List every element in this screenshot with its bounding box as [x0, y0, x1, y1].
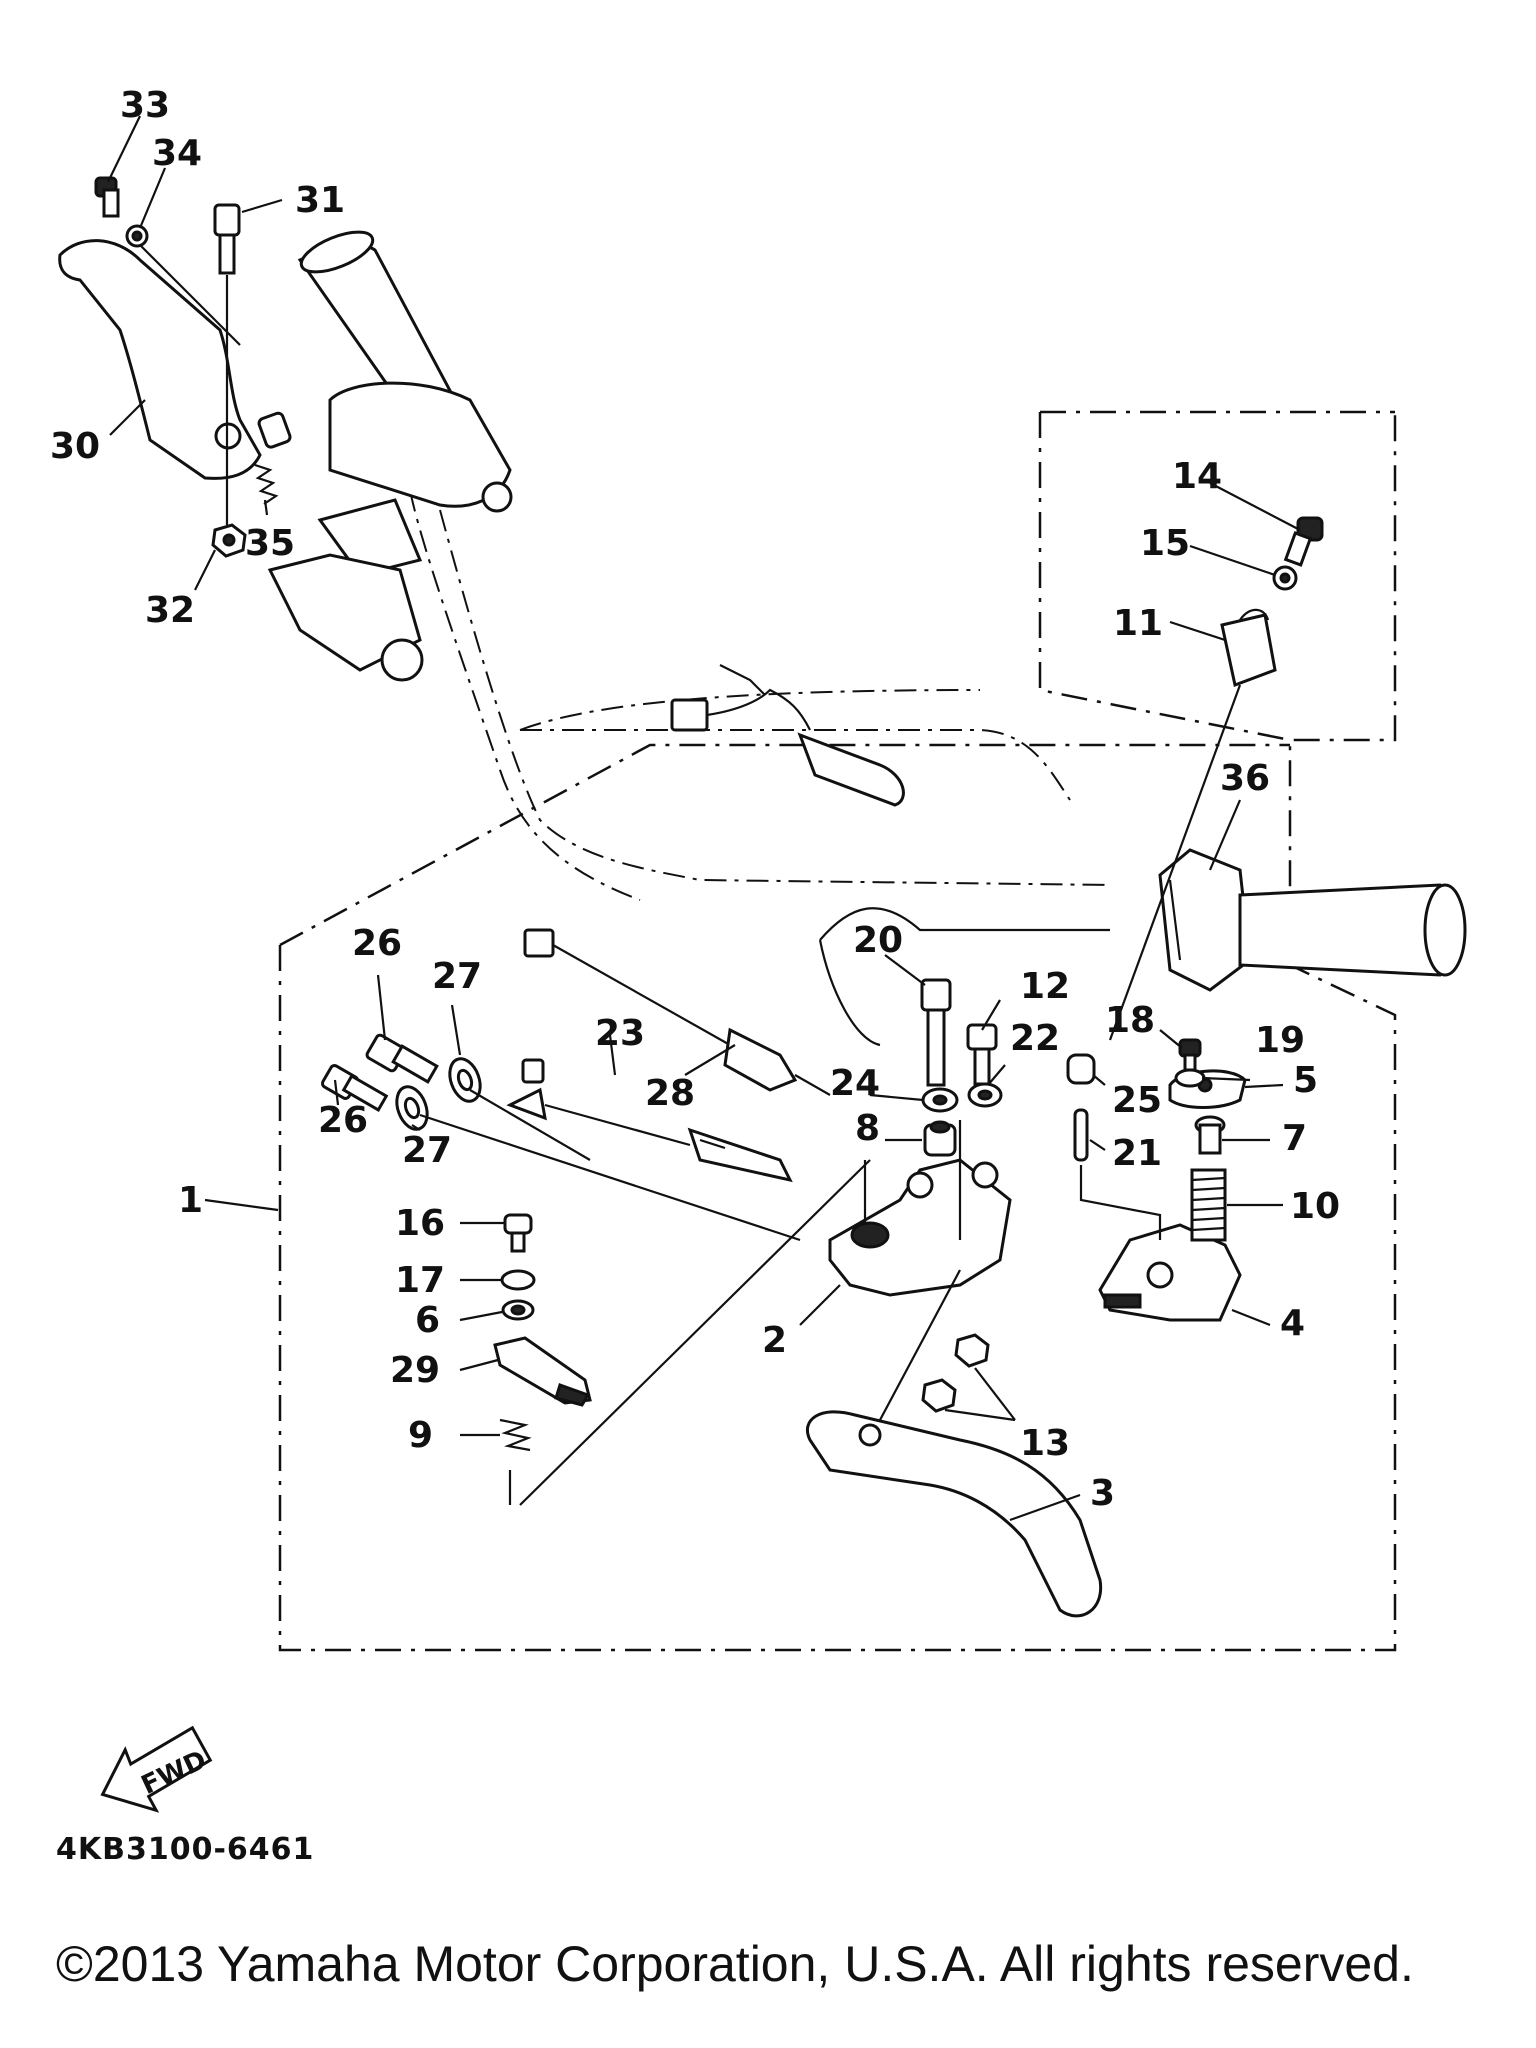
- screw-33: [94, 176, 120, 218]
- washer-24: [921, 1087, 959, 1113]
- pin-21: [1073, 1108, 1162, 1240]
- left-grip: [267, 230, 513, 682]
- label-28: 28: [645, 1073, 695, 1114]
- spring-9: [499, 1418, 532, 1505]
- label-19: 19: [1255, 1020, 1305, 1061]
- label-3: 3: [1090, 1473, 1115, 1514]
- label-34: 34: [152, 133, 202, 174]
- label-2: 2: [762, 1320, 787, 1361]
- label-29: 29: [390, 1350, 440, 1391]
- leader-lines: [107, 115, 1301, 1522]
- cap-25: [1066, 1053, 1096, 1085]
- label-26-lower: 26: [318, 1100, 368, 1141]
- label-31: 31: [295, 180, 345, 221]
- label-8: 8: [855, 1108, 880, 1149]
- bracket-2: [519, 1120, 1012, 1506]
- label-18: 18: [1105, 1000, 1155, 1041]
- nut-13-upper: [954, 1333, 990, 1368]
- washer-19: [1174, 1068, 1206, 1088]
- copyright-notice: ©2013 Yamaha Motor Corporation, U.S.A. A…: [56, 1936, 1414, 1992]
- pin-7: [1194, 1115, 1226, 1155]
- bolt-12: [966, 1023, 998, 1086]
- label-10: 10: [1290, 1186, 1340, 1227]
- spring-10: [1190, 1168, 1227, 1242]
- callout-labels: 33 34 31 30 35 32 14 15 11 36 20 12 22 2…: [50, 85, 1340, 1514]
- label-21: 21: [1112, 1133, 1162, 1174]
- label-13: 13: [1020, 1423, 1070, 1464]
- label-16: 16: [395, 1203, 445, 1244]
- label-17: 17: [395, 1260, 445, 1301]
- handlebar-switch-wire: [670, 664, 905, 807]
- label-33: 33: [120, 85, 170, 126]
- label-25: 25: [1112, 1080, 1162, 1121]
- forward-direction-arrow: FWD: [100, 1725, 213, 1813]
- label-20: 20: [853, 920, 903, 961]
- label-4: 4: [1280, 1303, 1305, 1344]
- washer-15: [1272, 565, 1298, 591]
- label-35: 35: [245, 523, 295, 564]
- label-36: 36: [1220, 758, 1270, 799]
- label-27-lower: 27: [402, 1130, 452, 1171]
- lever-3: [805, 1269, 1103, 1618]
- handlebar: [409, 489, 1111, 1047]
- cable-23: [506, 1058, 793, 1183]
- label-5: 5: [1293, 1060, 1318, 1101]
- label-1: 1: [178, 1180, 203, 1221]
- spring-35: [254, 463, 279, 505]
- nut-32: [211, 523, 247, 558]
- collar-8: [923, 1120, 957, 1157]
- label-6: 6: [415, 1300, 440, 1341]
- plate-29: [493, 1336, 592, 1407]
- bolt-20: [920, 978, 952, 1087]
- washer-6: [501, 1299, 535, 1321]
- screw-14: [1283, 516, 1324, 567]
- bolt-31: [213, 203, 241, 525]
- adjuster-26-upper: [365, 1033, 439, 1084]
- label-30: 30: [50, 426, 100, 467]
- screw-18: [1178, 1038, 1202, 1072]
- assembly-1-dashed-outline: [278, 410, 1397, 1652]
- locknut-27-upper: [448, 1057, 591, 1161]
- label-26-upper: 26: [352, 923, 402, 964]
- cable-28: [523, 928, 831, 1096]
- label-15: 15: [1140, 523, 1190, 564]
- diagram-code: 4KB3100-6461: [56, 1832, 315, 1867]
- right-grip-switch-36: [1158, 848, 1467, 992]
- switch-4: [1098, 1223, 1242, 1322]
- locknut-27-lower: [395, 1085, 801, 1242]
- holder-11: [1108, 608, 1277, 1041]
- label-27-upper: 27: [432, 956, 482, 997]
- label-7: 7: [1282, 1118, 1307, 1159]
- washer-22: [967, 1082, 1003, 1108]
- label-9: 9: [408, 1415, 433, 1456]
- washer-34: [125, 224, 241, 346]
- nut-13-lower: [921, 1378, 957, 1413]
- label-14: 14: [1172, 456, 1222, 497]
- label-12: 12: [1020, 966, 1070, 1007]
- washer-17: [500, 1269, 536, 1291]
- adjuster-26-lower: [320, 1064, 389, 1112]
- label-11: 11: [1113, 603, 1163, 644]
- label-32: 32: [145, 590, 195, 631]
- label-23: 23: [595, 1013, 645, 1054]
- label-22: 22: [1010, 1018, 1060, 1059]
- label-24: 24: [830, 1063, 880, 1104]
- screw-16: [503, 1213, 533, 1253]
- assembly-36-dashed-outline: [1038, 410, 1395, 742]
